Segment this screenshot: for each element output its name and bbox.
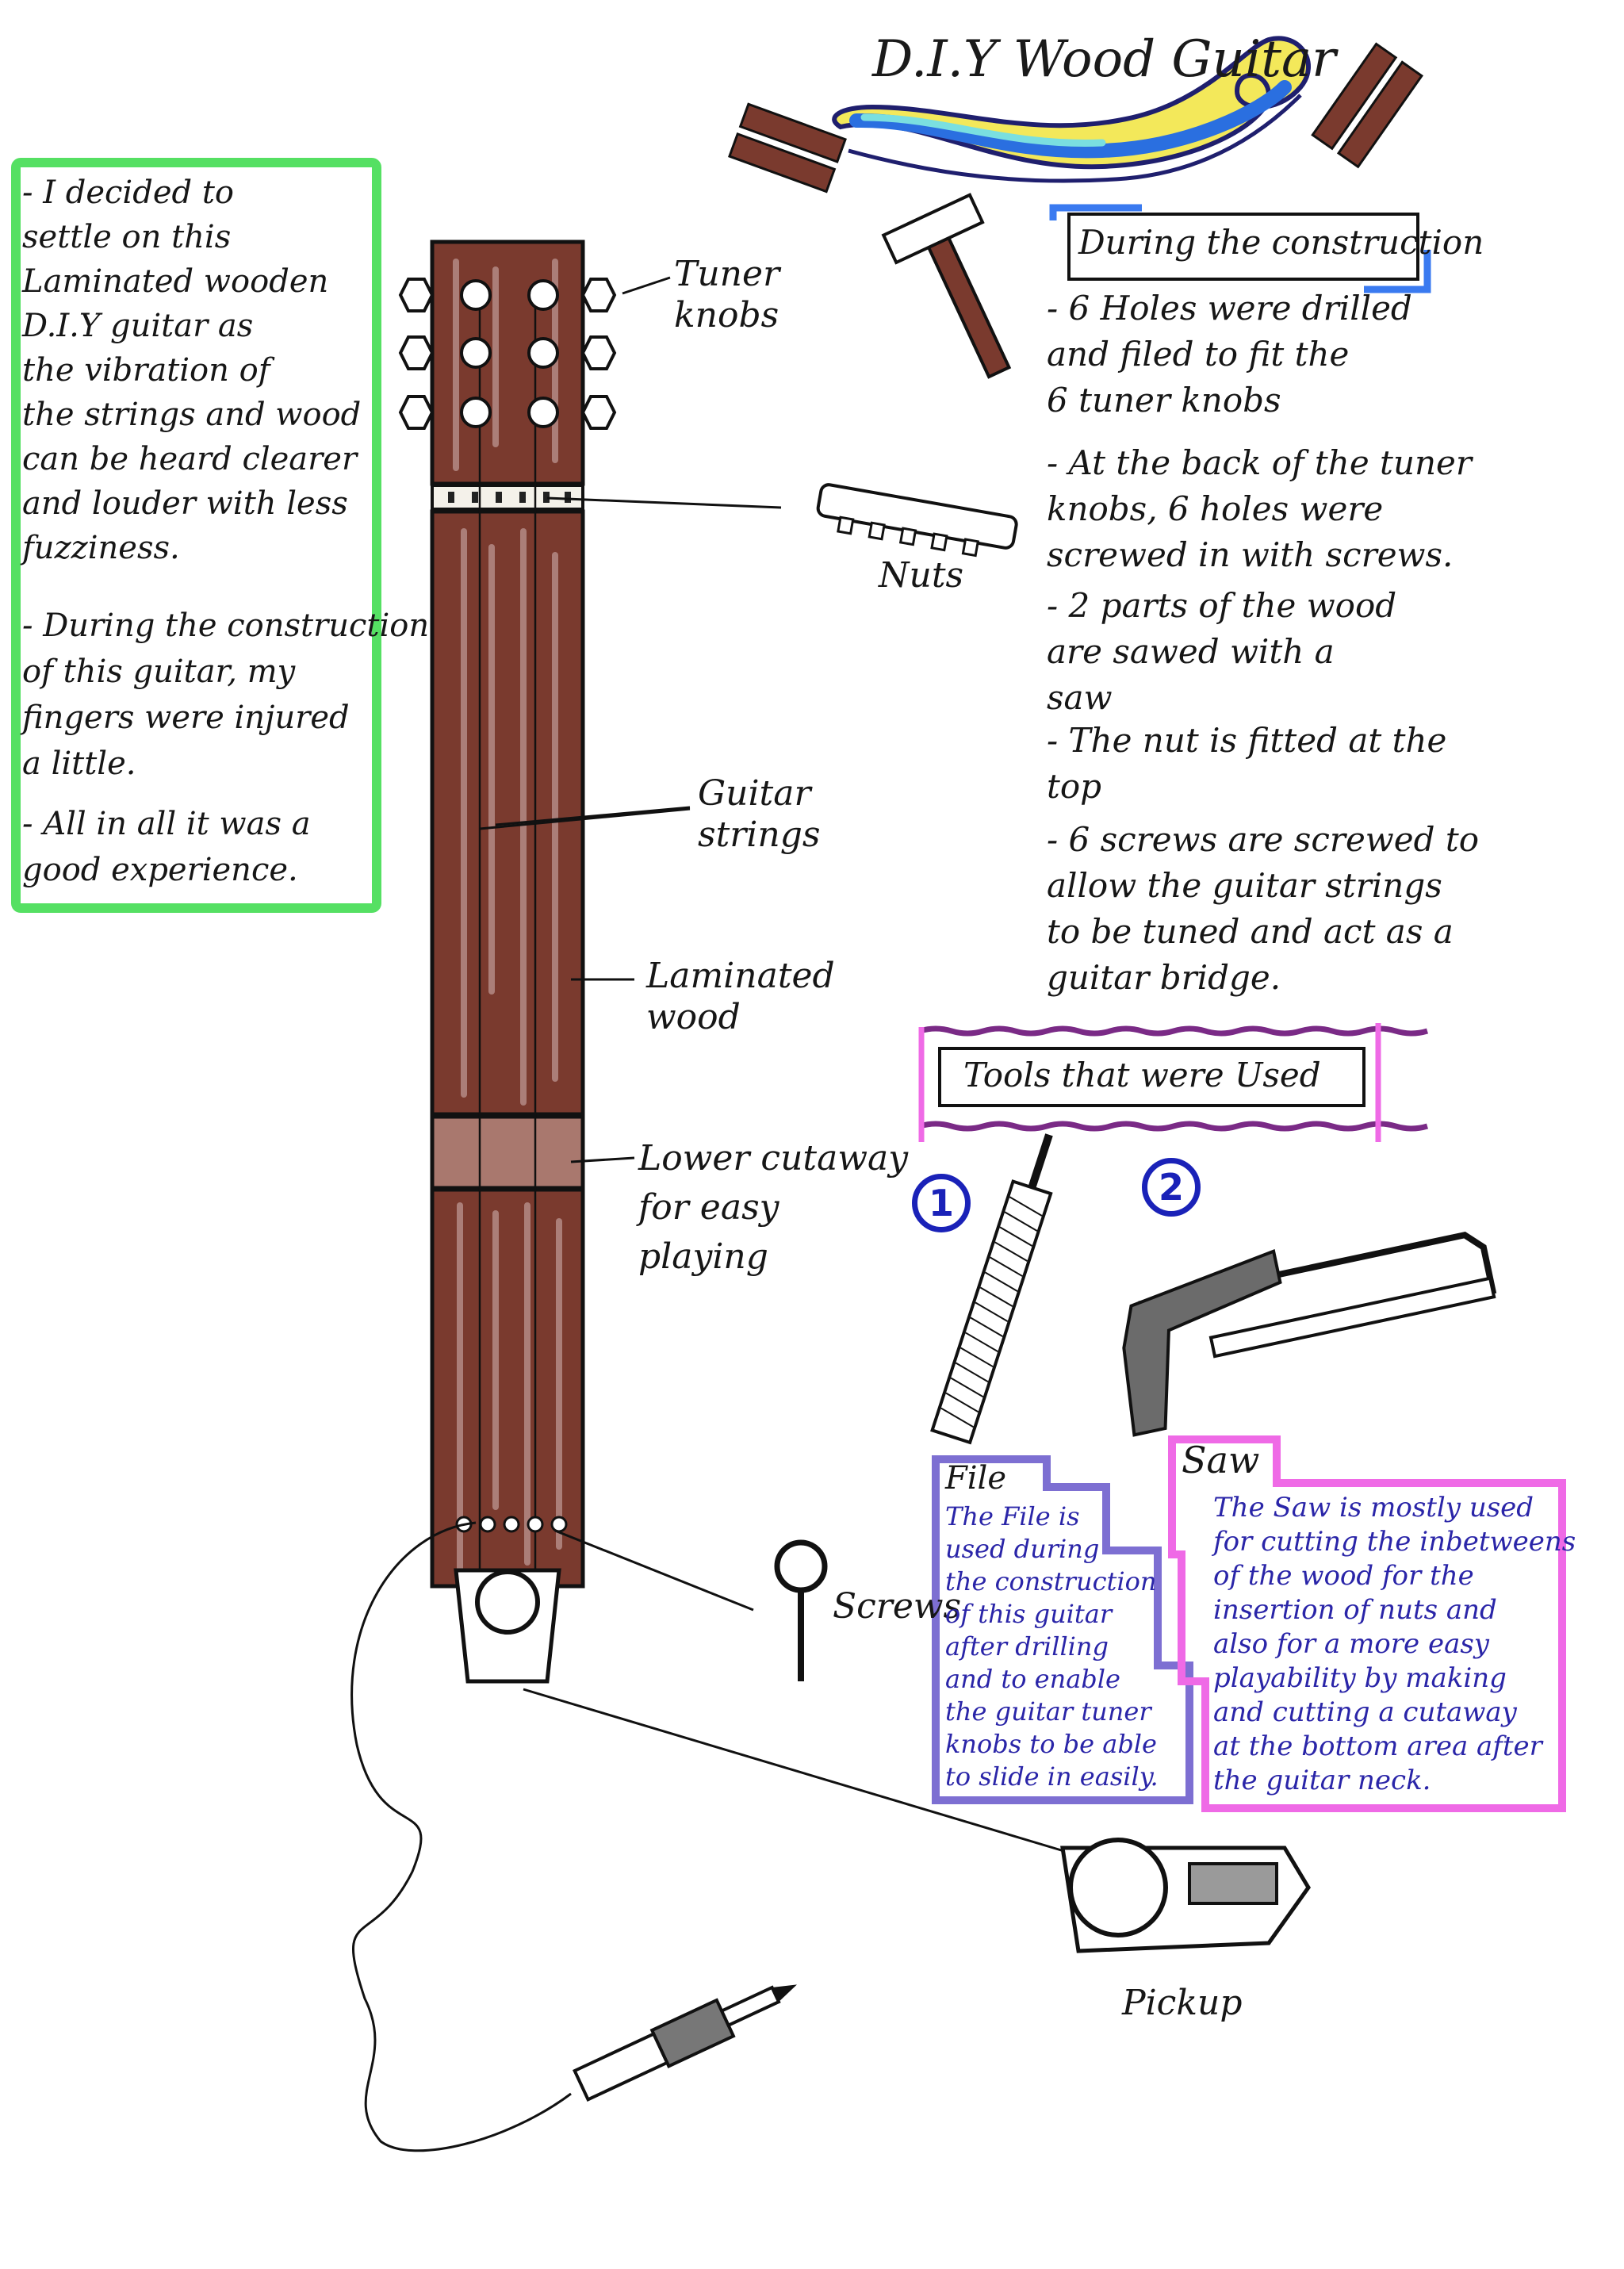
file-tool-drawing xyxy=(930,1133,1053,1445)
saw-box-text: The Saw is mostly used for cutting the i… xyxy=(1213,1492,1576,1796)
pickup-drawing xyxy=(1060,1838,1311,1953)
saw-box-title: Saw xyxy=(1182,1439,1260,1481)
tool-number-2: 2 xyxy=(1142,1158,1201,1217)
file-box-title: File xyxy=(945,1460,1007,1497)
jack-plug-drawing xyxy=(573,1984,798,2102)
label-nuts: Nuts xyxy=(879,555,964,596)
construction-heading: During the construction xyxy=(1078,223,1484,262)
note-item-1: - I decided to settle on this Laminated … xyxy=(22,174,362,566)
label-screws: Screws xyxy=(833,1586,962,1627)
leader-lines xyxy=(350,276,1067,2152)
guitar-neck xyxy=(398,240,617,1684)
title-banner xyxy=(728,36,1424,194)
nut-piece-drawing xyxy=(816,483,1018,558)
label-lower-cutaway: Lower cutaway for easy playing xyxy=(638,1138,909,1277)
file-box-frame xyxy=(932,1455,1193,1804)
label-tuner-knobs: Tuner knobs xyxy=(674,254,780,335)
label-laminated-wood: Laminated wood xyxy=(646,956,835,1037)
construction-step-1: - 6 Holes were drilled and filed to fit … xyxy=(1047,289,1412,420)
construction-step-3: - 2 parts of the wood are sawed with a s… xyxy=(1047,586,1397,717)
tools-banner xyxy=(918,1023,1429,1142)
construction-step-2: - At the back of the tuner knobs, 6 hole… xyxy=(1047,443,1472,574)
saw-box-frame xyxy=(1168,1435,1566,1812)
note-item-3: - All in all it was a good experience. xyxy=(22,806,311,888)
page-title: D.I.Y Wood Guitar xyxy=(872,30,1336,89)
file-box-text: The File is used during the construction… xyxy=(945,1501,1159,1792)
construction-step-4: - The nut is fitted at the top xyxy=(1047,721,1447,806)
hacksaw-drawing xyxy=(1122,1231,1497,1437)
tools-heading: Tools that were Used xyxy=(963,1056,1321,1094)
label-guitar-strings: Guitar strings xyxy=(698,773,821,855)
notes-frame xyxy=(11,158,381,913)
eye-screw-drawing xyxy=(774,1539,828,1681)
hammer-drawing xyxy=(881,193,1012,379)
note-item-2: - During the construction of this guitar… xyxy=(22,607,430,782)
tool-number-1: 1 xyxy=(912,1174,971,1232)
construction-step-5: - 6 screws are screwed to allow the guit… xyxy=(1047,820,1480,997)
label-pickup: Pickup xyxy=(1122,1983,1243,2023)
